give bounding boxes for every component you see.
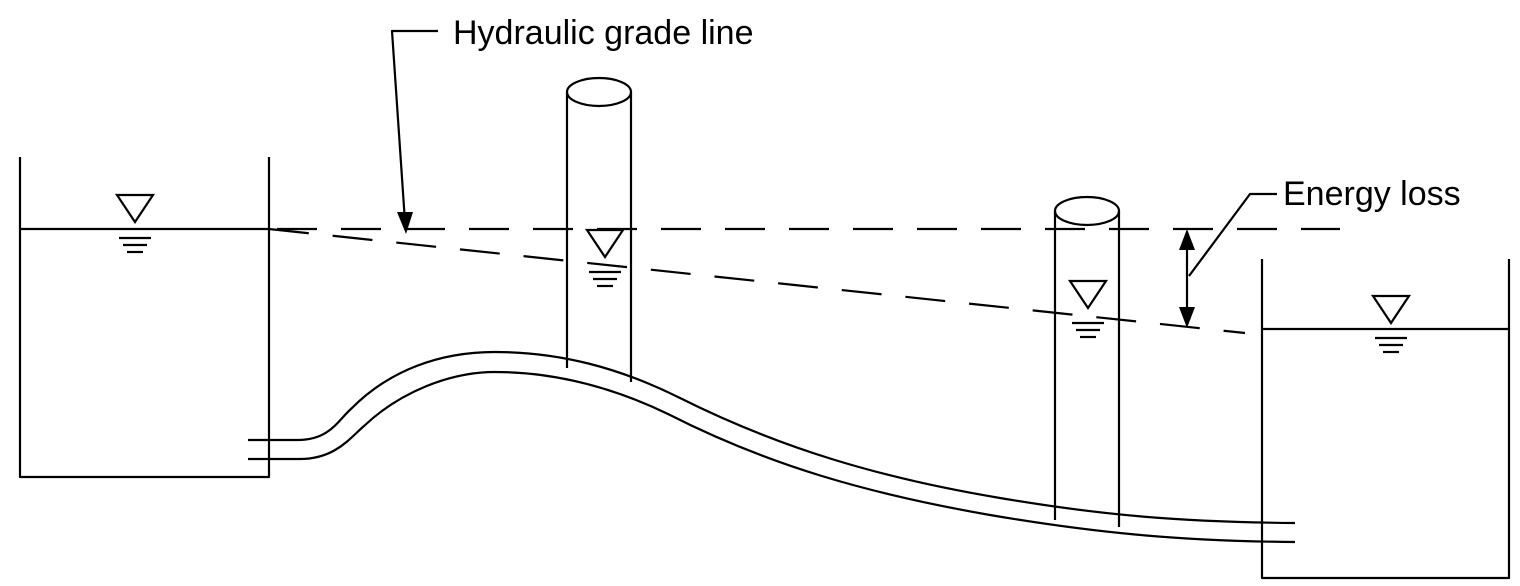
energy-loss-leader <box>1188 192 1277 277</box>
left-reservoir-water-level-icon <box>114 193 156 254</box>
piezometer-tube-2 <box>1053 195 1121 527</box>
hydraulic-grade-line-label: Hydraulic grade line <box>453 14 754 52</box>
energy-loss-dimension-arrow <box>1179 229 1195 328</box>
piezometer-2-water-level-icon <box>1067 279 1109 339</box>
energy-loss-arrow-down-icon <box>1179 307 1195 328</box>
right-reservoir-water-level-icon <box>1370 294 1412 354</box>
hydraulic-grade-line-dashed <box>268 227 1246 335</box>
pipe <box>248 350 1296 544</box>
pipe-bottom-wall <box>248 370 1296 544</box>
energy-loss-label: Energy loss <box>1283 175 1461 213</box>
hydraulic-grade-line-leader <box>390 29 438 234</box>
left-reservoir <box>18 157 271 479</box>
piezometer-1-water-level-icon <box>584 228 626 288</box>
right-reservoir <box>1260 259 1511 580</box>
pipe-top-wall <box>248 350 1296 525</box>
energy-loss-arrow-up-icon <box>1179 229 1195 250</box>
